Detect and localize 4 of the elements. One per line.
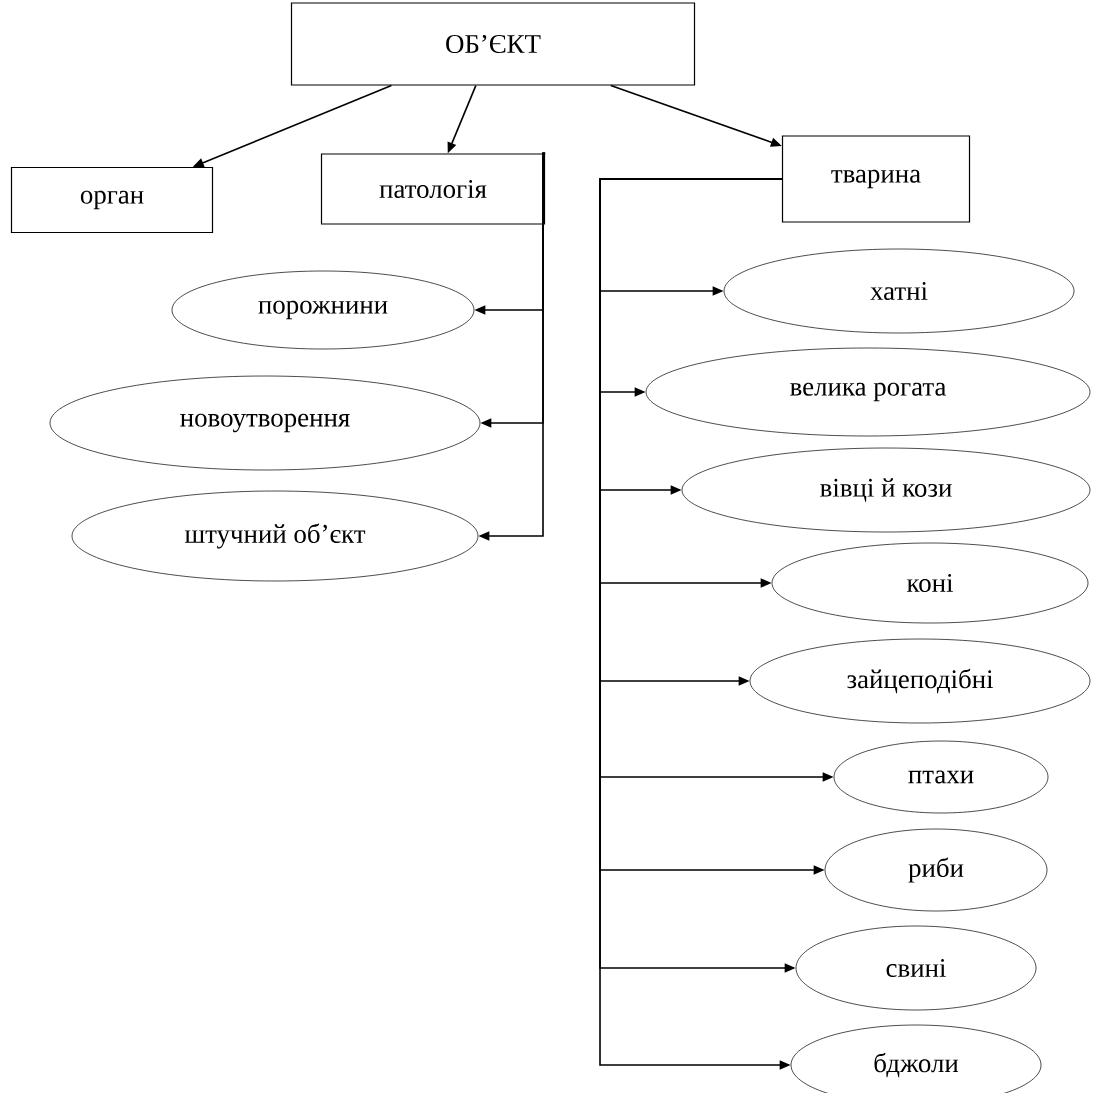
- category-box: тварина: [781, 135, 971, 223]
- category-box: орган: [10, 166, 214, 234]
- category-box: ОБ’ЄКТ: [290, 2, 696, 86]
- category-box: патологія: [320, 153, 546, 225]
